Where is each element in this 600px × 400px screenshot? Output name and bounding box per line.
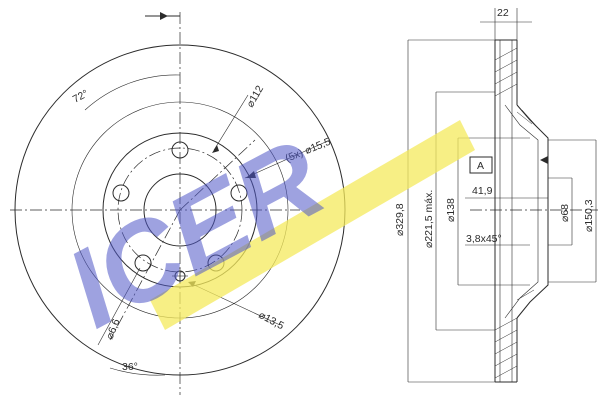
- icer-logo-text: ICER: [48, 115, 343, 351]
- bolt-hole: [112, 184, 130, 202]
- angle-72-label: 72°: [71, 88, 91, 106]
- datum-box: [469, 156, 493, 174]
- side-view: 22 ⌀329,8 ⌀221,5 máx. ⌀138 41,9 3,8x45° …: [394, 7, 598, 383]
- hub-diameter-label: ⌀138: [445, 198, 457, 222]
- outer-diameter-label: ⌀329,8: [394, 203, 406, 236]
- friction-inner-label: ⌀221,5 máx.: [423, 190, 435, 248]
- chamfer-label: 3,8x45°: [466, 233, 502, 245]
- center-bore-label: ⌀68: [559, 204, 571, 222]
- offset-label: 41,9: [472, 185, 493, 197]
- section-hatch-bottom: [494, 289, 535, 379]
- bolt-hole: [230, 184, 248, 202]
- bolt-hole: [134, 254, 152, 272]
- section-hatch-top: [494, 47, 541, 131]
- hat-diameter-label: ⌀150,3: [583, 199, 595, 232]
- small-hole-label: ⌀13,5: [257, 309, 286, 332]
- angle-36-label: 36°: [122, 361, 138, 373]
- datum-label: A: [477, 160, 484, 172]
- bolt-circle-label: ⌀112: [244, 83, 266, 109]
- thickness-label: 22: [497, 7, 509, 19]
